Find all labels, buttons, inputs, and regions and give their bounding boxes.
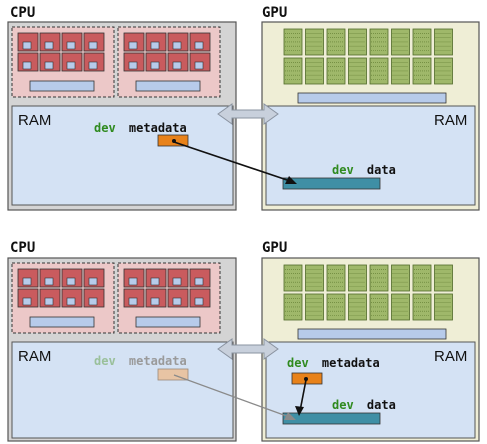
pointer-arrow-line [173,141,294,183]
gpu-data-name: data [367,163,396,177]
cpu-core-cache [44,41,54,50]
gpu-l2-cache [297,92,447,104]
cpu-core-group-left [11,26,115,98]
gpu-dev-keyword: dev [332,163,354,177]
pointer-arrow-line-faded [173,374,293,419]
cpu-title: CPU [10,240,35,256]
cpu-core-cache [128,61,138,70]
cpu-core-cache [172,297,182,306]
cpu-core-cache [88,277,98,286]
cpu-core-cache [172,41,182,50]
gpu-title: GPU [262,5,287,21]
gpu-data-block [282,412,381,425]
gpu-l2-cache [297,328,447,340]
gpu-data-label: dev data [332,163,396,177]
pointer-arrowhead [285,176,297,184]
gpu-data-label: dev data [332,398,396,412]
cpu-core-cache [88,61,98,70]
cpu-core-cache [128,277,138,286]
cpu-ram [11,105,234,206]
cpu-title: CPU [10,5,35,21]
cpu-dev-keyword-faded: dev [94,354,116,368]
cpu-ram-label: RAM [18,112,51,129]
cpu-core-group-right [117,262,221,334]
gpu-data-block [282,177,381,190]
cpu-core-cache [194,61,204,70]
gpu-ram-label: RAM [434,348,467,365]
pointer-arrow-origin [304,377,308,381]
cpu-core-cache [150,297,160,306]
pcie-bus-arrow [217,338,279,360]
cpu-shared-cache [135,80,201,92]
cpu-metadata-block-faded [157,368,189,381]
gpu-ram-label: RAM [434,112,467,129]
pointer-arrow-line [299,379,307,412]
cpu-metadata-label: dev metadata [94,354,187,368]
panel-2: CPU GPU RAM dev metadata RAM dev metadat… [7,240,480,442]
cpu-core-cache [22,297,32,306]
cpu-core-cache [44,297,54,306]
cpu-core-cache [88,41,98,50]
cpu-ram [11,341,234,439]
pcie-bus-arrow [217,103,279,125]
cpu-metadata-name: metadata [129,121,187,135]
cpu-core-cache [66,297,76,306]
cpu-core-cache [150,41,160,50]
cpu-core-cache [22,41,32,50]
cpu-core-cache [22,61,32,70]
cpu-shared-cache [29,80,95,92]
cpu-core-cache [194,277,204,286]
cpu-core-cache [88,297,98,306]
cpu-core-group-right [117,26,221,98]
cpu-core-cache [66,41,76,50]
cpu-core-group-left [11,262,115,334]
gpu-metadata-name: metadata [322,356,380,370]
cpu-core-cache [128,41,138,50]
cpu-core-cache [66,61,76,70]
cpu-metadata-name-faded: metadata [129,354,187,368]
gpu-title: GPU [262,240,287,256]
cpu-ram-label: RAM [18,348,51,365]
cpu-core-cache [172,61,182,70]
cpu-core-cache [150,61,160,70]
cpu-core-cache [128,297,138,306]
cpu-core-cache [194,41,204,50]
pointer-arrowhead [295,406,304,416]
cpu-core-cache [66,277,76,286]
cpu-core-cache [44,61,54,70]
gpu-dev-keyword: dev [332,398,354,412]
gpu-dev-keyword: dev [287,356,309,370]
gpu-data-name: data [367,398,396,412]
pointer-arrowhead-faded [284,412,296,420]
cpu-core-cache [22,277,32,286]
gpu-sm-array [283,264,453,321]
pointer-arrow-origin [172,139,176,143]
gpu-sm-array [283,28,453,85]
cpu-shared-cache [135,316,201,328]
cpu-shared-cache [29,316,95,328]
cpu-core-cache [150,277,160,286]
cpu-dev-keyword: dev [94,121,116,135]
cpu-core-cache [194,297,204,306]
gpu-metadata-label: dev metadata [287,356,380,370]
cpu-core-cache [172,277,182,286]
cpu-metadata-label: dev metadata [94,121,187,135]
panel-1: CPU GPU RAM dev metadata RAM dev data [7,5,480,211]
cpu-core-cache [44,277,54,286]
